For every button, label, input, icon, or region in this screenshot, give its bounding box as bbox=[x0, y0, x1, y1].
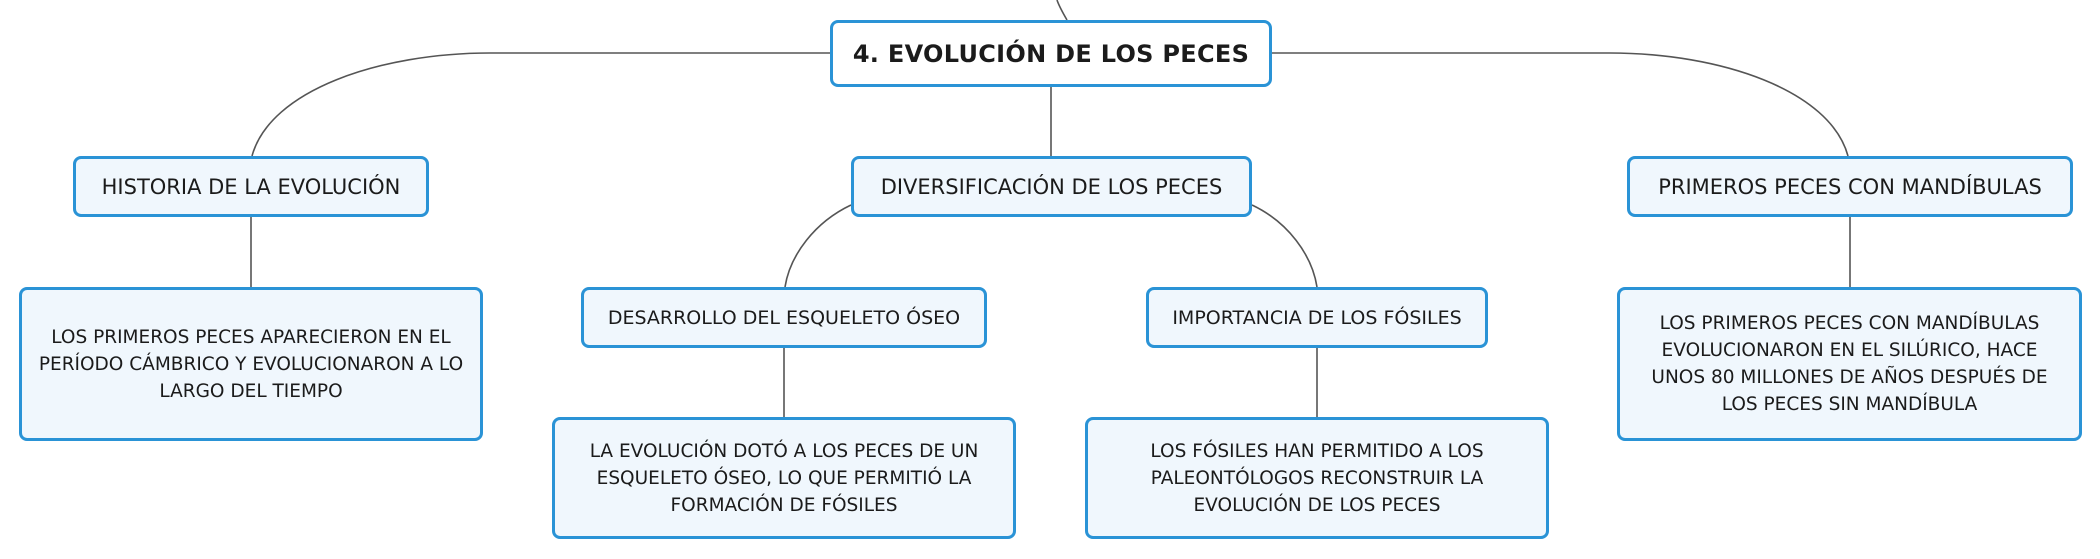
topic-primeros-peces-mandibulas[interactable]: PRIMEROS PECES CON MANDÍBULAS bbox=[1627, 156, 2073, 217]
connector-root-to-historia bbox=[251, 52, 830, 157]
detail-historia-evolucion[interactable]: LOS PRIMEROS PECES APARECIERON EN EL PER… bbox=[19, 287, 483, 441]
detail-primeros-peces-mandibulas[interactable]: LOS PRIMEROS PECES CON MANDÍBULAS EVOLUC… bbox=[1617, 287, 2082, 441]
topic-label: PRIMEROS PECES CON MANDÍBULAS bbox=[1658, 174, 2042, 199]
detail-text: LOS PRIMEROS PECES APARECIERON EN EL PER… bbox=[38, 326, 464, 402]
detail-esqueleto-oseo[interactable]: LA EVOLUCIÓN DOTÓ A LOS PECES DE UN ESQU… bbox=[552, 417, 1016, 539]
root-topic-label: 4. EVOLUCIÓN DE LOS PECES bbox=[852, 39, 1250, 68]
detail-text: LOS PRIMEROS PECES CON MANDÍBULAS EVOLUC… bbox=[1651, 313, 2048, 415]
root-topic-node[interactable]: 4. EVOLUCIÓN DE LOS PECES bbox=[830, 20, 1272, 87]
connector-root-to-mandibulas bbox=[1272, 52, 1849, 157]
subtopic-label: DESARROLLO DEL ESQUELETO ÓSEO bbox=[607, 306, 961, 329]
detail-importancia-fosiles[interactable]: LOS FÓSILES HAN PERMITIDO A LOS PALEONTÓ… bbox=[1085, 417, 1549, 539]
topic-diversificacion-peces[interactable]: DIVERSIFICACIÓN DE LOS PECES bbox=[851, 156, 1252, 217]
subtopic-label: IMPORTANCIA DE LOS FÓSILES bbox=[1172, 306, 1462, 329]
subtopic-esqueleto-oseo[interactable]: DESARROLLO DEL ESQUELETO ÓSEO bbox=[581, 287, 987, 348]
subtopic-importancia-fosiles[interactable]: IMPORTANCIA DE LOS FÓSILES bbox=[1146, 287, 1488, 348]
topic-label: DIVERSIFICACIÓN DE LOS PECES bbox=[880, 174, 1223, 199]
topic-label: HISTORIA DE LA EVOLUCIÓN bbox=[101, 174, 401, 199]
connector-diversificacion-to-esqueleto bbox=[784, 204, 852, 288]
detail-text: LOS FÓSILES HAN PERMITIDO A LOS PALEONTÓ… bbox=[1150, 440, 1484, 516]
topic-historia-evolucion[interactable]: HISTORIA DE LA EVOLUCIÓN bbox=[73, 156, 429, 217]
detail-text: LA EVOLUCIÓN DOTÓ A LOS PECES DE UN ESQU… bbox=[589, 440, 979, 516]
connector-diversificacion-to-fosiles bbox=[1251, 204, 1318, 288]
connector-root-to-parent bbox=[1056, 0, 1068, 21]
